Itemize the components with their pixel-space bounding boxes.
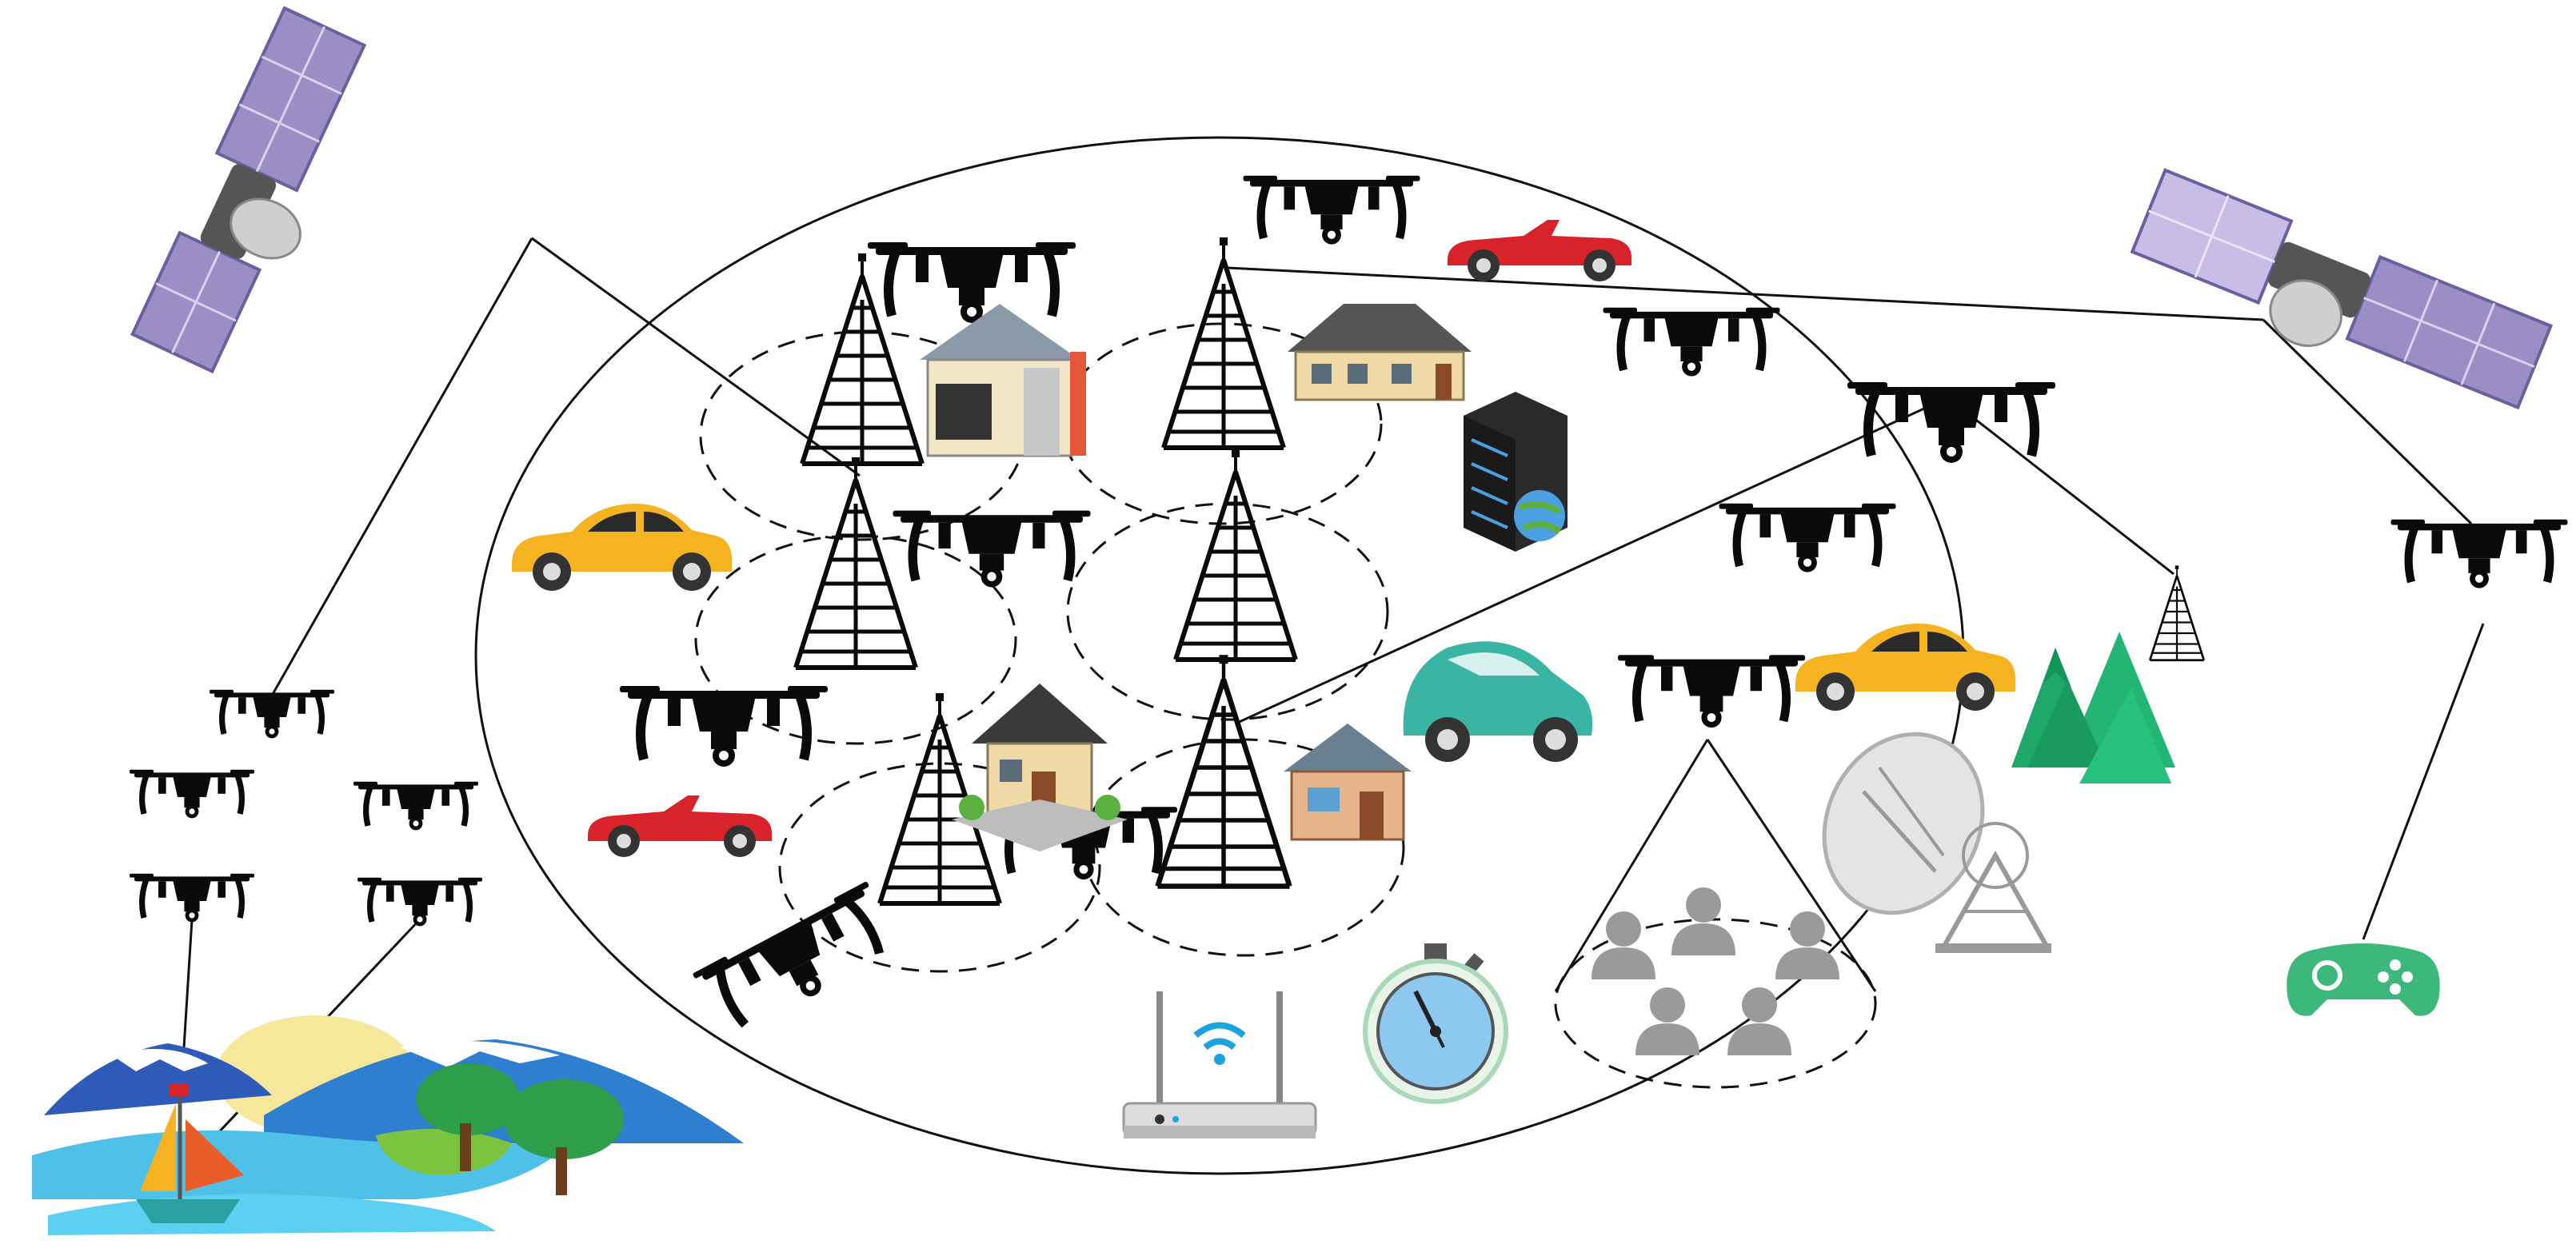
car-icon bbox=[512, 504, 732, 591]
server-icon bbox=[1464, 392, 1568, 552]
drone-icon bbox=[210, 690, 334, 739]
user-group-icon bbox=[1592, 887, 1839, 1055]
house-icon bbox=[1284, 724, 1412, 841]
drone-icon bbox=[620, 686, 828, 767]
drone-icon bbox=[130, 770, 254, 819]
mountain-icon bbox=[2011, 632, 2175, 784]
drone-icon bbox=[1618, 655, 1805, 728]
cell-tower-icon bbox=[802, 253, 922, 464]
drone-icon bbox=[353, 782, 478, 831]
cell-coverage-areas bbox=[694, 322, 1877, 1089]
satellite-icon bbox=[130, 6, 367, 374]
drone-icon bbox=[868, 242, 1076, 323]
drone-icon bbox=[357, 878, 482, 927]
cell-tower-icon bbox=[1158, 655, 1290, 886]
stopwatch-icon bbox=[1363, 943, 1508, 1104]
car-icon bbox=[1448, 220, 1631, 281]
cell-tower-icon bbox=[796, 457, 916, 668]
house-icon bbox=[1288, 304, 1472, 401]
cell-tower-icon bbox=[1176, 449, 1296, 660]
car-icon bbox=[1795, 624, 2015, 711]
drone-icon bbox=[1719, 504, 1896, 572]
landscape-sailboat-icon bbox=[32, 1015, 744, 1235]
car-icon bbox=[1403, 641, 1593, 762]
car-icon bbox=[588, 795, 772, 857]
cell-tower-icon bbox=[2148, 564, 2206, 662]
house-icon bbox=[952, 684, 1128, 851]
drone-icon bbox=[130, 874, 254, 923]
communication-links bbox=[178, 237, 2485, 1137]
drone-icon bbox=[1604, 308, 1780, 377]
drone-icon bbox=[1244, 176, 1420, 245]
satellite-dish-icon bbox=[1822, 732, 2051, 953]
gamepad-icon bbox=[2286, 943, 2440, 1016]
drone-icon bbox=[893, 511, 1091, 588]
drone-icon bbox=[693, 881, 903, 1042]
drone-icon bbox=[2391, 520, 2568, 588]
wifi-router-icon bbox=[1122, 991, 1317, 1138]
house-icon bbox=[920, 304, 1086, 457]
cell-tower-icon bbox=[880, 693, 1000, 903]
drone-icon bbox=[1847, 382, 2055, 463]
satellite-icon bbox=[2130, 168, 2554, 410]
